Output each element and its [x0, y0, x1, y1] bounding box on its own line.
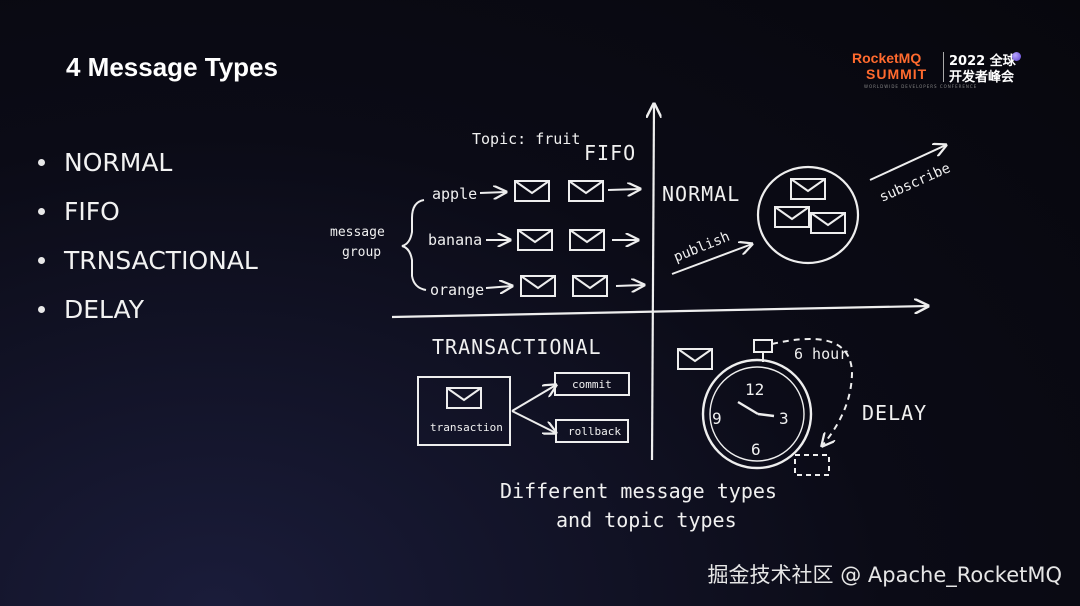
commit-box [554, 372, 630, 396]
six-hour-label: 6 hour [794, 345, 848, 363]
normal-label: NORMAL [662, 182, 740, 206]
envelope-icon [810, 212, 846, 234]
publish-arrow [671, 244, 752, 275]
rollback-box [555, 419, 629, 443]
flow-arrow [607, 189, 640, 190]
message-group-label: message [330, 225, 385, 240]
delay-path [771, 337, 854, 446]
fifo-label: FIFO [584, 141, 636, 165]
envelope-icon [514, 180, 550, 202]
bullet-dot-icon [38, 257, 45, 264]
rollback-arrow [511, 410, 556, 433]
envelope-icon [774, 206, 810, 228]
stopwatch-inner [709, 366, 805, 462]
transaction-label: transaction [430, 421, 503, 434]
commit-label: commit [572, 378, 612, 391]
envelope-icon [677, 348, 713, 370]
clock-six: 6 [751, 440, 761, 459]
bullet-item: FIFO [38, 187, 258, 236]
clock-nine: 9 [712, 409, 722, 428]
delay-label: DELAY [862, 401, 927, 425]
bullet-label: DELAY [64, 294, 144, 324]
bullet-label: NORMAL [64, 147, 173, 177]
clock-twelve: 12 [745, 380, 764, 399]
envelope-icon [446, 387, 482, 409]
bullet-label: TRNSACTIONAL [64, 245, 258, 275]
clock-hand [757, 412, 775, 418]
bullet-item: DELAY [38, 285, 258, 334]
logo-separator [943, 52, 944, 82]
subscribe-arrow [869, 145, 946, 181]
envelope-icon [517, 229, 553, 251]
envelope-icon [520, 275, 556, 297]
flow-arrow [479, 192, 506, 193]
bullet-dot-icon [38, 306, 45, 313]
logo-event: 开发者峰会 [949, 70, 1015, 85]
envelope-icon [572, 275, 608, 297]
logo-year: 2022 全球 [949, 54, 1016, 69]
subscribe-label: subscribe [877, 160, 953, 205]
envelope-icon [790, 178, 826, 200]
group-apple-label: apple [432, 185, 477, 203]
message-type-list: NORMAL FIFO TRNSACTIONAL DELAY [38, 138, 258, 334]
group-banana-label: banana [428, 231, 482, 249]
slide-title: 4 Message Types [66, 52, 278, 82]
group-orange-label: orange [430, 281, 484, 299]
commit-arrow [511, 385, 556, 412]
logo-brand: RocketMQ [852, 50, 922, 66]
bullet-label: FIFO [64, 196, 120, 226]
flow-arrow [485, 286, 512, 288]
vertical-axis [652, 104, 654, 461]
rocketmq-summit-logo: RocketMQ SUMMIT 2022 全球 开发者峰会 WORLDWIDE … [852, 50, 1032, 92]
message-group-label: group [342, 245, 381, 260]
normal-message-pool [756, 165, 860, 265]
logo-summit: SUMMIT [866, 66, 928, 82]
caption-line-2: and topic types [556, 508, 737, 532]
envelope-icon [568, 180, 604, 202]
stopwatch-face [701, 358, 813, 470]
bullet-item: NORMAL [38, 138, 258, 187]
delayed-envelope [794, 454, 830, 476]
bullet-dot-icon [38, 159, 45, 166]
transaction-box [417, 376, 511, 446]
rollback-label: rollback [568, 425, 621, 438]
horizontal-axis [391, 306, 928, 319]
publish-label: publish [672, 229, 733, 266]
flow-arrow [615, 285, 644, 286]
topic-label: Topic: fruit [472, 130, 580, 148]
envelope-icon [569, 229, 605, 251]
bullet-item: TRNSACTIONAL [38, 236, 258, 285]
clock-three: 3 [779, 409, 789, 428]
stopwatch-crown [753, 339, 773, 353]
bullet-dot-icon [38, 208, 45, 215]
watermark: 掘金技术社区 @ Apache_RocketMQ [707, 563, 1062, 587]
caption-line-1: Different message types [500, 479, 777, 503]
logo-subline: WORLDWIDE DEVELOPERS CONFERENCE [864, 84, 978, 89]
clock-hand [737, 400, 759, 416]
planet-icon [1012, 52, 1021, 61]
group-brace [401, 199, 427, 291]
transactional-label: TRANSACTIONAL [432, 335, 602, 359]
